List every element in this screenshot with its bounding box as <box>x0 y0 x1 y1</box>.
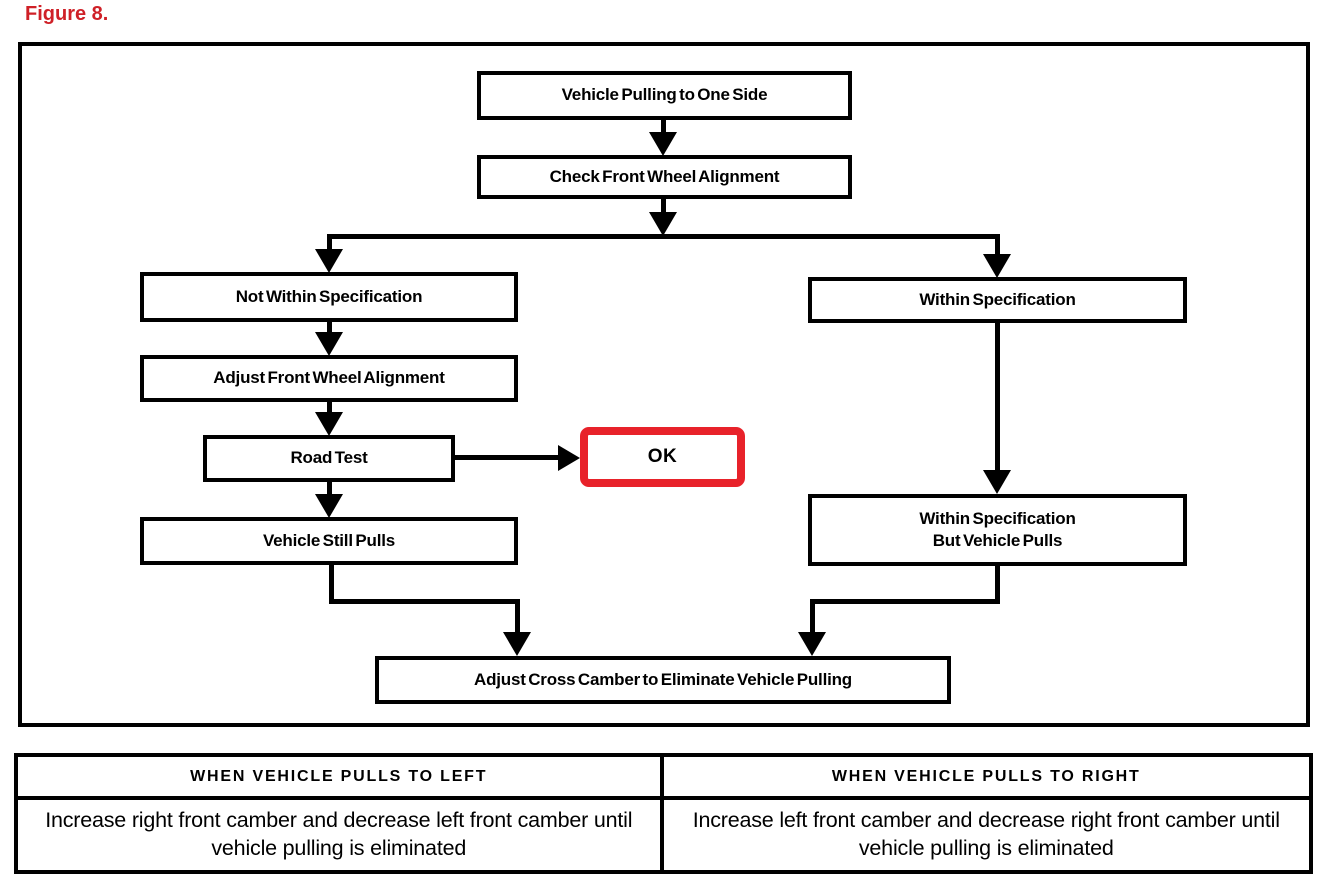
arrowhead-adjust-to-road-test <box>315 412 343 436</box>
connector-road-test-to-still-pulls <box>327 482 332 496</box>
table-cell-pulls-left-text: Increase right front camber and decrease… <box>45 808 633 860</box>
connector-not-within-to-adjust <box>327 322 332 334</box>
camber-correction-table: WHEN VEHICLE PULLS TO LEFT WHEN VEHICLE … <box>14 753 1313 874</box>
arrowhead-split-to-not-within <box>315 249 343 273</box>
table-header-pulls-right: WHEN VEHICLE PULLS TO RIGHT <box>663 757 1309 800</box>
table-cell-pulls-left: Increase right front camber and decrease… <box>18 800 664 870</box>
node-adjust-cross-camber: Adjust Cross Camber to Eliminate Vehicle… <box>375 656 951 704</box>
table-header-pulls-left: WHEN VEHICLE PULLS TO LEFT <box>18 757 664 800</box>
connector-within-pulls-elbow-down <box>995 566 1000 604</box>
connector-check-to-split <box>661 199 666 213</box>
arrowhead-split-to-within <box>983 254 1011 278</box>
node-within-spec-but-vehicle-pulls: Within Specification But Vehicle Pulls <box>808 494 1187 566</box>
connector-within-to-within-pulls <box>995 323 1000 472</box>
arrowhead-road-test-to-still-pulls <box>315 494 343 518</box>
connector-road-test-to-ok <box>455 455 560 460</box>
arrowhead-road-test-to-ok <box>558 445 580 471</box>
node-adjust-front-wheel-alignment: Adjust Front Wheel Alignment <box>140 355 518 402</box>
connector-split-to-within <box>995 237 1000 257</box>
figure-label: Figure 8. <box>25 3 109 25</box>
connector-still-pulls-elbow-down <box>329 565 334 604</box>
node-vehicle-still-pulls: Vehicle Still Pulls <box>140 517 518 565</box>
arrowhead-check-to-split <box>649 212 677 236</box>
connector-within-pulls-elbow-across <box>810 599 1000 604</box>
node-not-within-specification: Not Within Specification <box>140 272 518 322</box>
node-within-specification: Within Specification <box>808 277 1187 323</box>
arrowhead-start-to-check <box>649 132 677 156</box>
arrowhead-not-within-to-adjust <box>315 332 343 356</box>
connector-start-to-check <box>661 120 666 135</box>
node-vehicle-pulling-to-one-side: Vehicle Pulling to One Side <box>477 71 852 120</box>
node-check-front-wheel-alignment: Check Front Wheel Alignment <box>477 155 852 199</box>
node-ok: OK <box>580 427 745 487</box>
connector-split-to-not-within <box>327 237 332 251</box>
connector-still-pulls-elbow-across <box>329 599 520 604</box>
arrowhead-within-pulls-to-cross-camber <box>798 632 826 656</box>
node-road-test: Road Test <box>203 435 455 482</box>
arrowhead-within-to-within-pulls <box>983 470 1011 494</box>
connector-adjust-to-road-test <box>327 402 332 414</box>
arrowhead-still-pulls-to-cross-camber <box>503 632 531 656</box>
table-cell-pulls-right: Increase left front camber and decrease … <box>664 800 1310 870</box>
connector-still-pulls-to-cross-camber <box>515 599 520 636</box>
connector-split-line <box>327 234 1000 239</box>
connector-within-pulls-to-cross-camber <box>810 599 815 636</box>
table-cell-pulls-right-text: Increase left front camber and decrease … <box>692 808 1280 860</box>
